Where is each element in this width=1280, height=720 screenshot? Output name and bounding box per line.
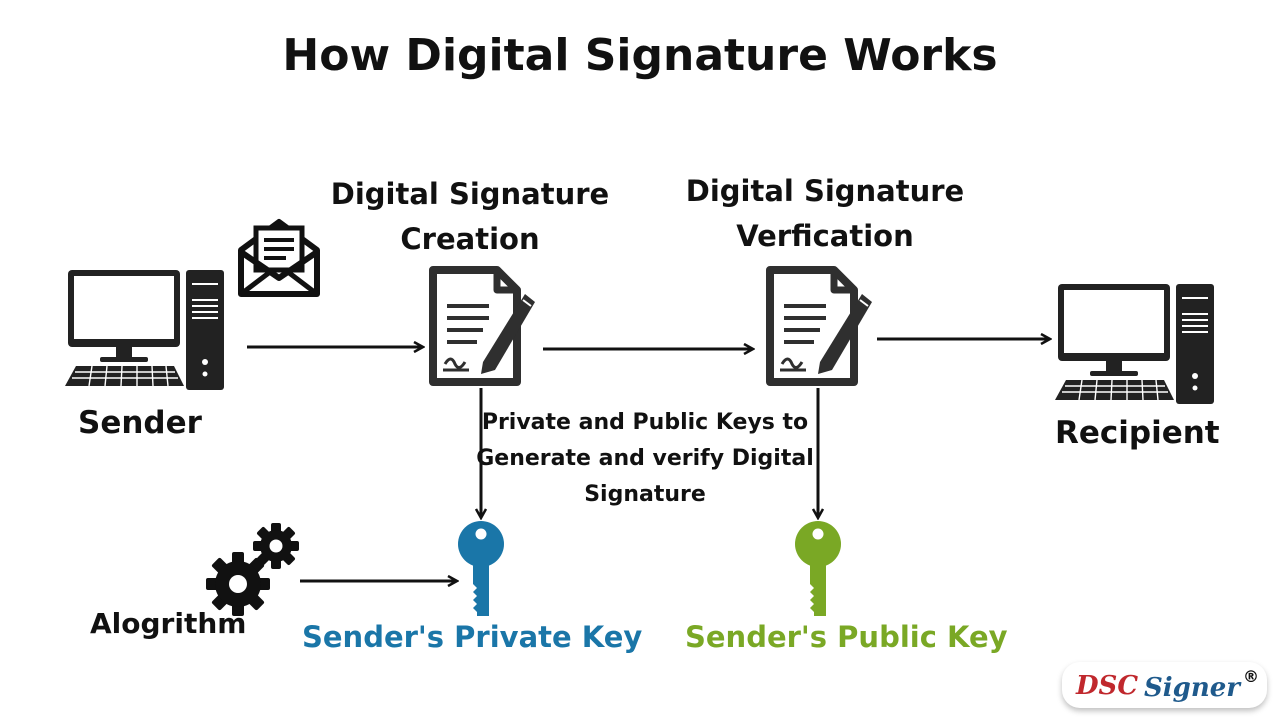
public-key-label: Sender's Public Key: [685, 620, 1008, 654]
dsc-signer-logo: DSC Signer ®: [1062, 662, 1267, 708]
keys-note: Private and Public Keys to Generate and …: [476, 410, 814, 507]
dsc-signer-logo-mark: DSC Signer ®: [1075, 667, 1259, 703]
svg-text:DSC: DSC: [1075, 671, 1138, 701]
stage-verification-line-2: Verfication: [736, 219, 914, 253]
document-signature-creation-icon: [429, 266, 535, 386]
gears-icon: [206, 523, 299, 616]
svg-text:®: ®: [1243, 667, 1259, 686]
stage-creation-line-1: Digital Signature: [330, 177, 610, 211]
private-key-label: Sender's Private Key: [302, 620, 643, 654]
stage-creation-heading: Digital Signature Creation: [330, 172, 610, 262]
envelope-icon: [238, 219, 320, 297]
sender-label: Sender: [78, 405, 202, 441]
diagram-title: How Digital Signature Works: [282, 30, 998, 81]
document-signature-verification-icon: [766, 266, 872, 386]
recipient-label: Recipient: [1055, 415, 1220, 451]
stage-creation-line-2: Creation: [400, 222, 540, 256]
recipient-computer-icon: [1055, 284, 1214, 404]
algorithm-label: Alogrithm: [90, 607, 247, 640]
stage-verification-heading: Digital Signature Verfication: [680, 169, 970, 259]
svg-text:Signer: Signer: [1144, 673, 1242, 703]
public-key-icon: [795, 521, 841, 616]
sender-computer-icon: [65, 270, 224, 390]
stage-verification-line-1: Digital Signature: [685, 174, 965, 208]
private-key-icon: [458, 521, 504, 616]
